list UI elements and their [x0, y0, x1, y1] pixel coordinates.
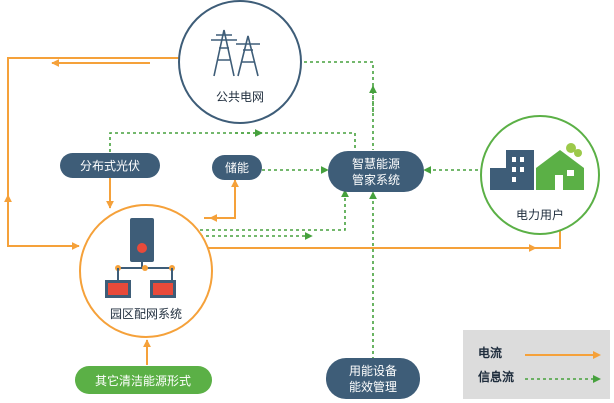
grid-node: 公共电网 [178, 0, 302, 124]
info-line-pv-to-ems [109, 132, 356, 152]
other-clean-energy-label: 其它清洁能源形式 [95, 373, 191, 388]
buildings-icon [490, 143, 584, 190]
legend: 电流 信息流 [463, 330, 610, 399]
info-flow-lines [109, 61, 478, 360]
power-flow-lines [4, 57, 561, 365]
legend-info-flow-line [525, 375, 601, 383]
info-line-park-to-ems [200, 189, 349, 231]
server-network-icon [105, 218, 176, 298]
smart-ems-pill: 智慧能源 管家系统 [328, 151, 424, 192]
device-mgmt-pill: 用能设备 能效管理 [326, 358, 420, 399]
storage-label: 储能 [225, 160, 249, 175]
power-user-label: 电力用户 [516, 207, 564, 222]
other-clean-energy-pill: 其它清洁能源形式 [75, 366, 212, 394]
power-line-grid-to-park [7, 57, 182, 250]
legend-power-flow-line [525, 351, 601, 359]
legend-info-flow-label: 信息流 [478, 370, 515, 384]
transmission-tower-icon [211, 29, 260, 77]
device-mgmt-label-1: 用能设备 [349, 364, 397, 378]
park-grid-label: 园区配网系统 [110, 307, 182, 321]
power-line-park-to-user [205, 225, 561, 249]
park-grid-node: 园区配网系统 [79, 204, 213, 338]
device-mgmt-label-2: 能效管理 [349, 379, 397, 394]
power-user-node: 电力用户 [480, 115, 600, 235]
smart-ems-label-2: 管家系统 [352, 172, 400, 187]
storage-pill: 储能 [212, 155, 262, 180]
grid-label: 公共电网 [216, 90, 264, 104]
power-line-park-storage [204, 179, 239, 219]
distributed-pv-pill: 分布式光伏 [60, 153, 160, 178]
distributed-pv-label: 分布式光伏 [80, 159, 140, 173]
legend-power-flow-label: 电流 [478, 346, 503, 360]
info-line-grid-to-ems [298, 61, 374, 150]
smart-ems-label-1: 智慧能源 [352, 156, 400, 171]
